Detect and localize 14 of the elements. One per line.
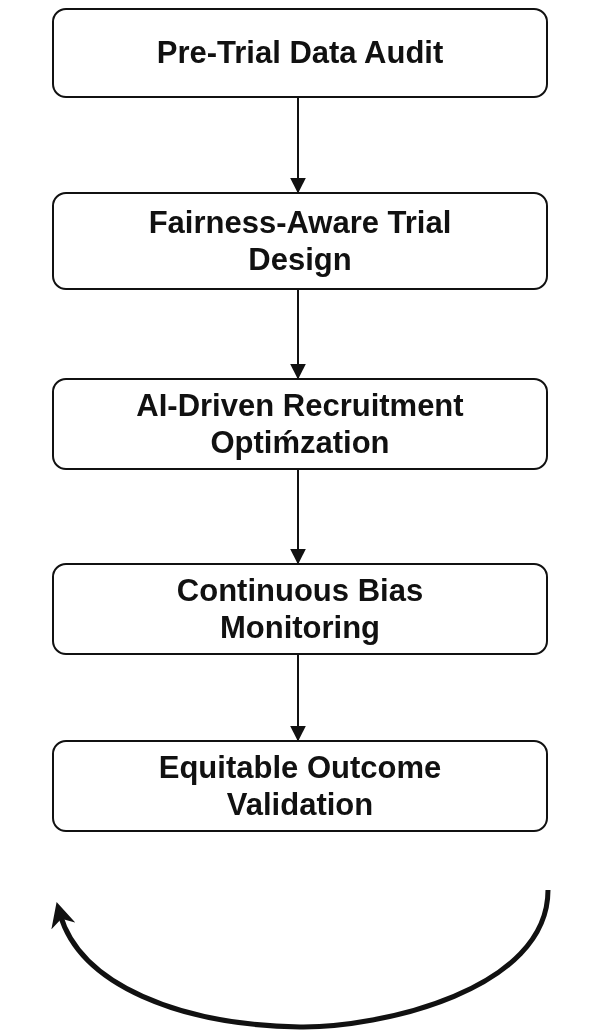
arrow [290, 654, 306, 742]
step-label: Fairness-Aware Trial Design [147, 203, 453, 279]
step-label: AI-Driven Recruitment Optiḿzation [135, 386, 465, 462]
arrow [290, 469, 306, 565]
step-label: Equitable Outcome Validation [157, 748, 443, 824]
arrow [290, 97, 306, 194]
step-label: Pre-Trial Data Audit [155, 34, 445, 72]
process-box [52, 8, 548, 98]
process-box [52, 192, 548, 290]
process-box [52, 563, 548, 655]
process-box [52, 378, 548, 470]
step-label: Continuous Bias Monitoring [175, 571, 425, 647]
process-box [52, 740, 548, 832]
arrow [290, 289, 306, 380]
